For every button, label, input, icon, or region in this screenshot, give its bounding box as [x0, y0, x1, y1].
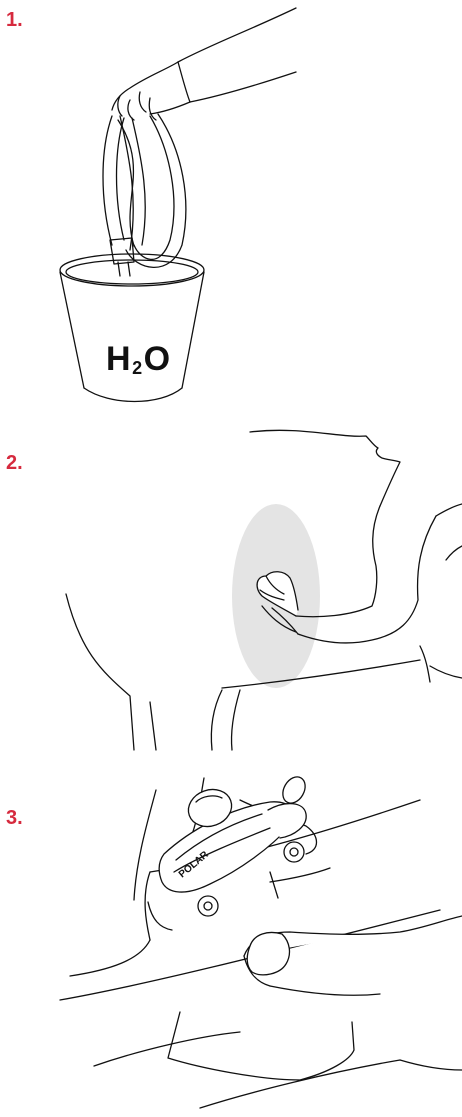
hand: [112, 62, 190, 120]
heart-rate-sensor: POLAR: [159, 773, 309, 892]
snap-connector-right: [284, 842, 304, 862]
water-label: H2O: [106, 340, 171, 379]
lower-hand: [244, 916, 462, 995]
snap-connector-left: [198, 896, 218, 916]
arm: [296, 504, 462, 682]
arm-sleeve: [178, 8, 296, 102]
finger-tip: [278, 773, 309, 807]
strap-flap: [94, 1012, 462, 1108]
step-1-illustration: H2O: [0, 0, 462, 420]
bucket: [60, 254, 204, 402]
chest-strap: [103, 114, 186, 276]
strap-soaking-in-water-drawing: [0, 0, 462, 420]
attach-sensor-drawing: POLAR: [0, 760, 462, 1117]
wet-electrode-area-drawing: [0, 420, 462, 760]
step-3-illustration: POLAR: [0, 760, 462, 1117]
step-2-illustration: [0, 420, 462, 760]
